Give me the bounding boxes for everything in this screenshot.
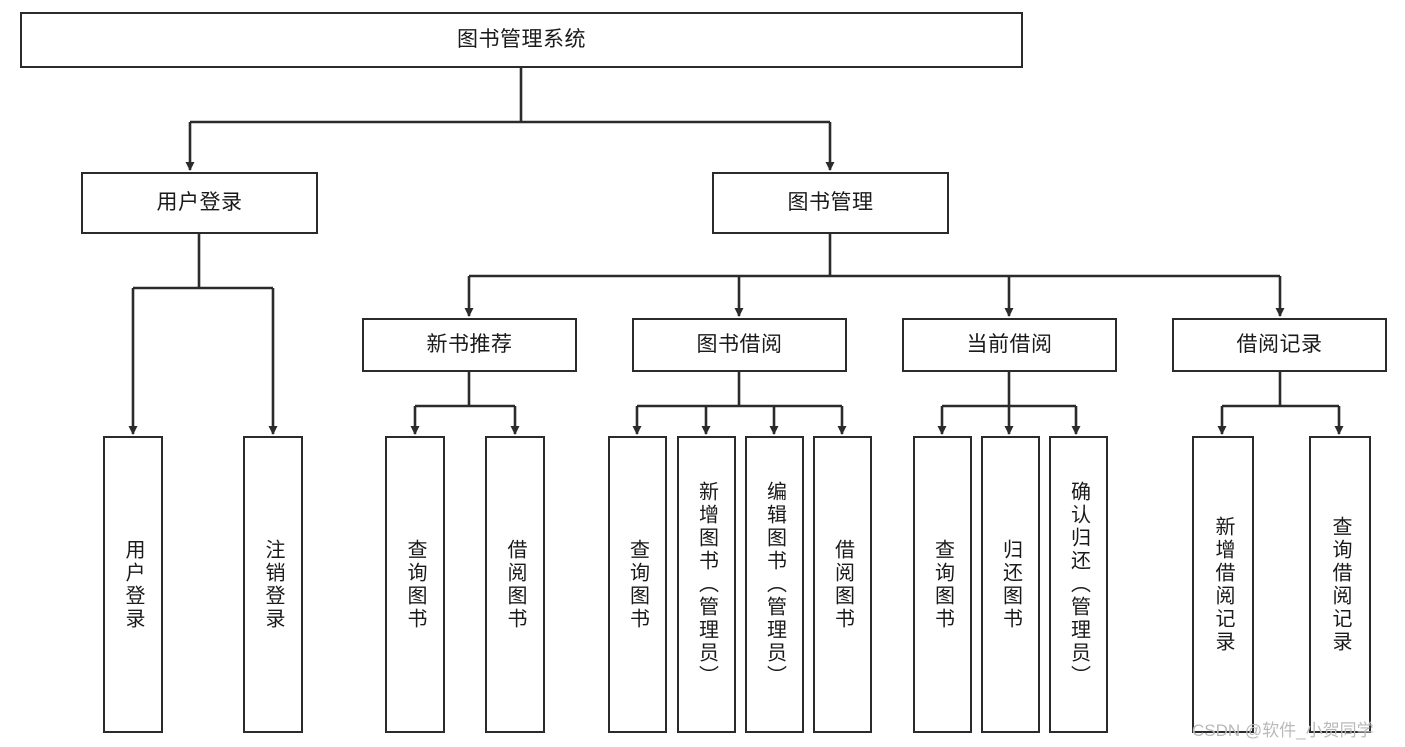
node-label: 新增借阅记录 [1212, 515, 1234, 654]
node-label: 用户登录 [156, 191, 243, 215]
leaf-borrow-book-recommend[interactable]: 借阅图书 [485, 436, 545, 733]
leaf-return-book[interactable]: 归还图书 [981, 436, 1040, 733]
leaf-borrow-book[interactable]: 借阅图书 [813, 436, 872, 733]
node-book-borrow[interactable]: 图书借阅 [632, 318, 847, 372]
leaf-query-book-current[interactable]: 查询图书 [913, 436, 972, 733]
leaf-add-borrow-record[interactable]: 新增借阅记录 [1192, 436, 1254, 733]
node-new-book-recommendation[interactable]: 新书推荐 [362, 318, 577, 372]
node-label: 查询借阅记录 [1329, 515, 1351, 654]
node-label: 注销登录 [262, 538, 284, 631]
leaf-query-book-borrow[interactable]: 查询图书 [608, 436, 667, 733]
leaf-user-login[interactable]: 用户登录 [103, 436, 163, 733]
leaf-logout[interactable]: 注销登录 [243, 436, 303, 733]
node-label: 新书推荐 [426, 333, 513, 357]
node-label: 归还图书 [999, 538, 1022, 631]
leaf-add-book-admin[interactable]: 新增图书（管理员） [677, 436, 736, 733]
leaf-confirm-return-admin[interactable]: 确认归还（管理员） [1049, 436, 1108, 733]
node-label: 查询图书 [626, 538, 649, 631]
leaf-query-book-recommend[interactable]: 查询图书 [385, 436, 445, 733]
node-user-login[interactable]: 用户登录 [81, 172, 318, 234]
node-current-borrow[interactable]: 当前借阅 [902, 318, 1117, 372]
node-borrow-record[interactable]: 借阅记录 [1172, 318, 1387, 372]
node-label: 查询图书 [931, 538, 954, 631]
node-label: 图书管理 [787, 191, 874, 215]
node-label: 图书借阅 [696, 333, 783, 357]
node-label: 用户登录 [122, 538, 144, 631]
leaf-edit-book-admin[interactable]: 编辑图书（管理员） [745, 436, 804, 733]
node-label: 编辑图书（管理员） [763, 481, 786, 688]
node-label: 图书管理系统 [457, 28, 586, 52]
node-label: 新增图书（管理员） [695, 481, 718, 688]
csdn-watermark: CSDN @软件_小贺同学 [1192, 721, 1374, 740]
node-label: 借阅图书 [831, 538, 854, 631]
node-label: 查询图书 [404, 538, 426, 631]
node-label: 确认归还（管理员） [1067, 481, 1090, 688]
node-book-management[interactable]: 图书管理 [712, 172, 949, 234]
node-label: 借阅记录 [1236, 333, 1323, 357]
node-label: 借阅图书 [504, 538, 526, 631]
node-label: 当前借阅 [966, 333, 1053, 357]
leaf-query-borrow-record[interactable]: 查询借阅记录 [1309, 436, 1371, 733]
node-root-book-management-system[interactable]: 图书管理系统 [20, 12, 1023, 68]
